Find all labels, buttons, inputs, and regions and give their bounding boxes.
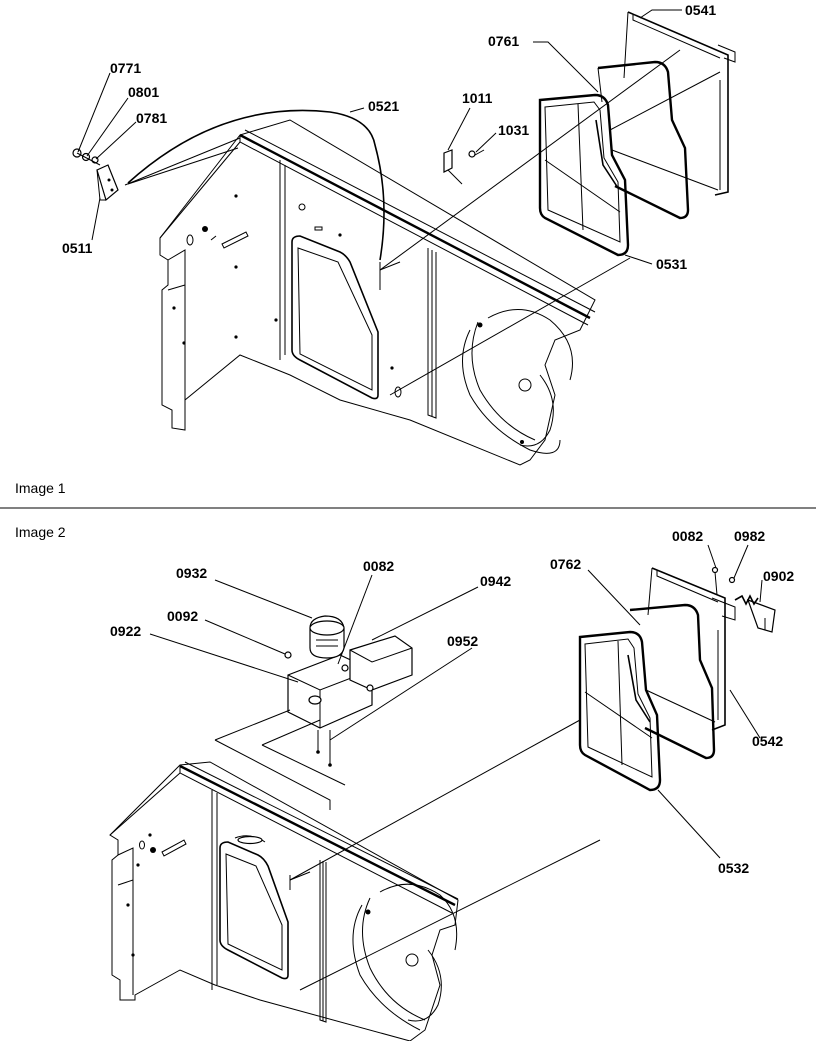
label-0082-b: 0082 <box>363 558 394 574</box>
label-0532: 0532 <box>718 860 749 876</box>
caption-image-2: Image 2 <box>15 524 66 540</box>
label-0952: 0952 <box>447 633 478 649</box>
label-0082-a: 0082 <box>672 528 703 544</box>
label-1011: 1011 <box>462 90 493 106</box>
label-0511: 0511 <box>62 240 93 256</box>
label-0521: 0521 <box>368 98 399 114</box>
label-0541: 0541 <box>685 2 716 18</box>
panel-1: 0541 0761 0771 0801 0781 0521 1011 1031 … <box>15 2 736 496</box>
label-0531: 0531 <box>656 256 687 272</box>
caption-image-1: Image 1 <box>15 480 66 496</box>
label-0092: 0092 <box>167 608 198 624</box>
label-0942: 0942 <box>480 573 511 589</box>
label-0762: 0762 <box>550 556 581 572</box>
label-0781: 0781 <box>136 110 167 126</box>
label-0542: 0542 <box>752 733 783 749</box>
label-0801: 0801 <box>128 84 159 100</box>
panel-2: Image 2 <box>15 524 794 1041</box>
label-0932: 0932 <box>176 565 207 581</box>
label-0902: 0902 <box>763 568 794 584</box>
label-0922: 0922 <box>110 623 141 639</box>
label-1031: 1031 <box>498 122 529 138</box>
label-0771: 0771 <box>110 60 141 76</box>
label-0761: 0761 <box>488 33 519 49</box>
label-0982: 0982 <box>734 528 765 544</box>
